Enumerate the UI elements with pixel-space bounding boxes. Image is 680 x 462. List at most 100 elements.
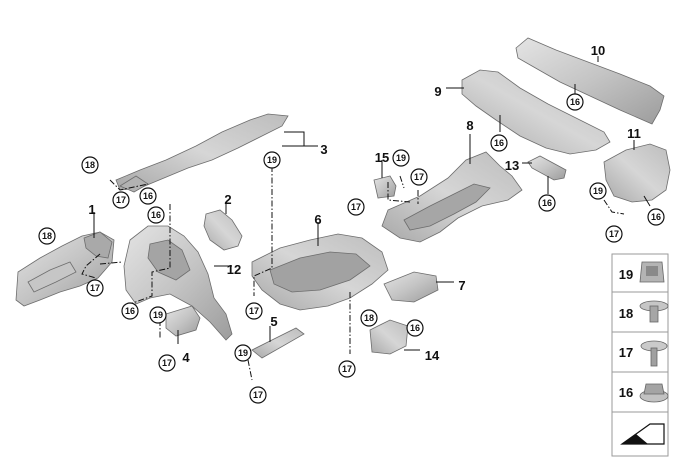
fastener-callout-17: 17 <box>410 168 428 186</box>
fastener-callout-19: 19 <box>589 182 607 200</box>
callout-circle <box>347 198 365 216</box>
callout-circle <box>81 156 99 174</box>
callout-circle <box>338 360 356 378</box>
callout-number: 17 <box>414 172 424 182</box>
fastener-callout-19: 19 <box>234 344 252 362</box>
fastener-callout-16: 16 <box>121 302 139 320</box>
part-11-shield <box>603 143 671 203</box>
part-13-shield <box>527 155 567 181</box>
part-7-shield <box>383 271 439 303</box>
callout-number: 18 <box>42 231 52 241</box>
callout-number: 16 <box>651 212 661 222</box>
clip-icon <box>639 261 665 283</box>
part-4-shield <box>165 305 201 337</box>
callout-number: 19 <box>396 153 406 163</box>
legend-number-16: 16 <box>619 385 633 400</box>
callout-circle <box>490 134 508 152</box>
part-label-10: 10 <box>591 43 605 58</box>
callout-circle <box>245 302 263 320</box>
part-label-4: 4 <box>182 350 190 365</box>
callout-circle <box>538 194 556 212</box>
fastener-callout-17: 17 <box>249 386 267 404</box>
callout-number: 17 <box>116 195 126 205</box>
part-12-shield <box>123 225 233 341</box>
fastener-callout-18: 18 <box>360 309 378 327</box>
legend-number-17: 17 <box>619 345 633 360</box>
part-label-14: 14 <box>425 348 440 363</box>
callout-circle <box>360 309 378 327</box>
part-3-shield <box>115 113 289 193</box>
callout-number: 19 <box>267 155 277 165</box>
callout-number: 16 <box>542 198 552 208</box>
part-label-13: 13 <box>505 158 519 173</box>
legend-number-18: 18 <box>619 306 633 321</box>
screw-washer-icon <box>639 300 669 323</box>
fastener-callout-16: 16 <box>566 93 584 111</box>
part-label-6: 6 <box>314 212 321 227</box>
fastener-callout-16: 16 <box>406 319 424 337</box>
fastener-callout-17: 17 <box>338 360 356 378</box>
callout-number: 17 <box>253 390 263 400</box>
fastener-callout-16: 16 <box>538 194 556 212</box>
callout-circle <box>605 225 623 243</box>
callout-circle <box>647 208 665 226</box>
fastener-callout-17: 17 <box>158 354 176 372</box>
part-label-9: 9 <box>434 84 441 99</box>
callout-circle <box>38 227 56 245</box>
fastener-callout-17: 17 <box>605 225 623 243</box>
callout-number: 17 <box>609 229 619 239</box>
part-label-11: 11 <box>627 126 641 141</box>
callout-number: 18 <box>364 313 374 323</box>
part-label-15: 15 <box>375 150 389 165</box>
part-1-shield <box>15 231 115 307</box>
part-label-2: 2 <box>224 192 231 207</box>
fastener-callout-16: 16 <box>139 187 157 205</box>
fastener-callout-17: 17 <box>347 198 365 216</box>
fastener-callout-18: 18 <box>81 156 99 174</box>
part-label-3: 3 <box>320 142 327 157</box>
callout-circle <box>112 191 130 209</box>
part-14-shield <box>369 319 409 355</box>
leader-lines <box>93 56 651 351</box>
callout-number: 18 <box>85 160 95 170</box>
callout-number: 17 <box>342 364 352 374</box>
fastener-callout-17: 17 <box>112 191 130 209</box>
callout-circle <box>566 93 584 111</box>
part-2-shield <box>203 209 243 251</box>
callout-number: 16 <box>143 191 153 201</box>
fastener-callout-16: 16 <box>647 208 665 226</box>
nut-icon <box>639 383 669 403</box>
part-10-shield <box>515 37 665 125</box>
part-label-8: 8 <box>466 118 473 133</box>
callout-number: 19 <box>238 348 248 358</box>
fastener-callout-17: 17 <box>245 302 263 320</box>
direction-symbol-icon <box>620 423 665 445</box>
callout-number: 19 <box>153 310 163 320</box>
callout-circle <box>158 354 176 372</box>
part-8-shield <box>381 151 523 243</box>
callout-circle <box>234 344 252 362</box>
callout-number: 16 <box>151 210 161 220</box>
callout-number: 17 <box>162 358 172 368</box>
callout-circle <box>121 302 139 320</box>
part-label-5: 5 <box>270 314 277 329</box>
part-label-7: 7 <box>458 278 465 293</box>
callout-number: 16 <box>125 306 135 316</box>
callout-circle <box>249 386 267 404</box>
callout-number: 17 <box>90 283 100 293</box>
fastener-callout-16: 16 <box>490 134 508 152</box>
fastener-lines <box>81 166 625 381</box>
callout-number: 19 <box>593 186 603 196</box>
callout-circle <box>263 151 281 169</box>
part-15-shield <box>373 175 397 199</box>
callout-number: 16 <box>570 97 580 107</box>
callout-number: 17 <box>249 306 259 316</box>
callout-circle <box>149 306 167 324</box>
fastener-callout-19: 19 <box>263 151 281 169</box>
part-5-shield <box>251 327 305 359</box>
fastener-callout-19: 19 <box>392 149 410 167</box>
fastener-callout-18: 18 <box>38 227 56 245</box>
part-label-1: 1 <box>88 202 95 217</box>
